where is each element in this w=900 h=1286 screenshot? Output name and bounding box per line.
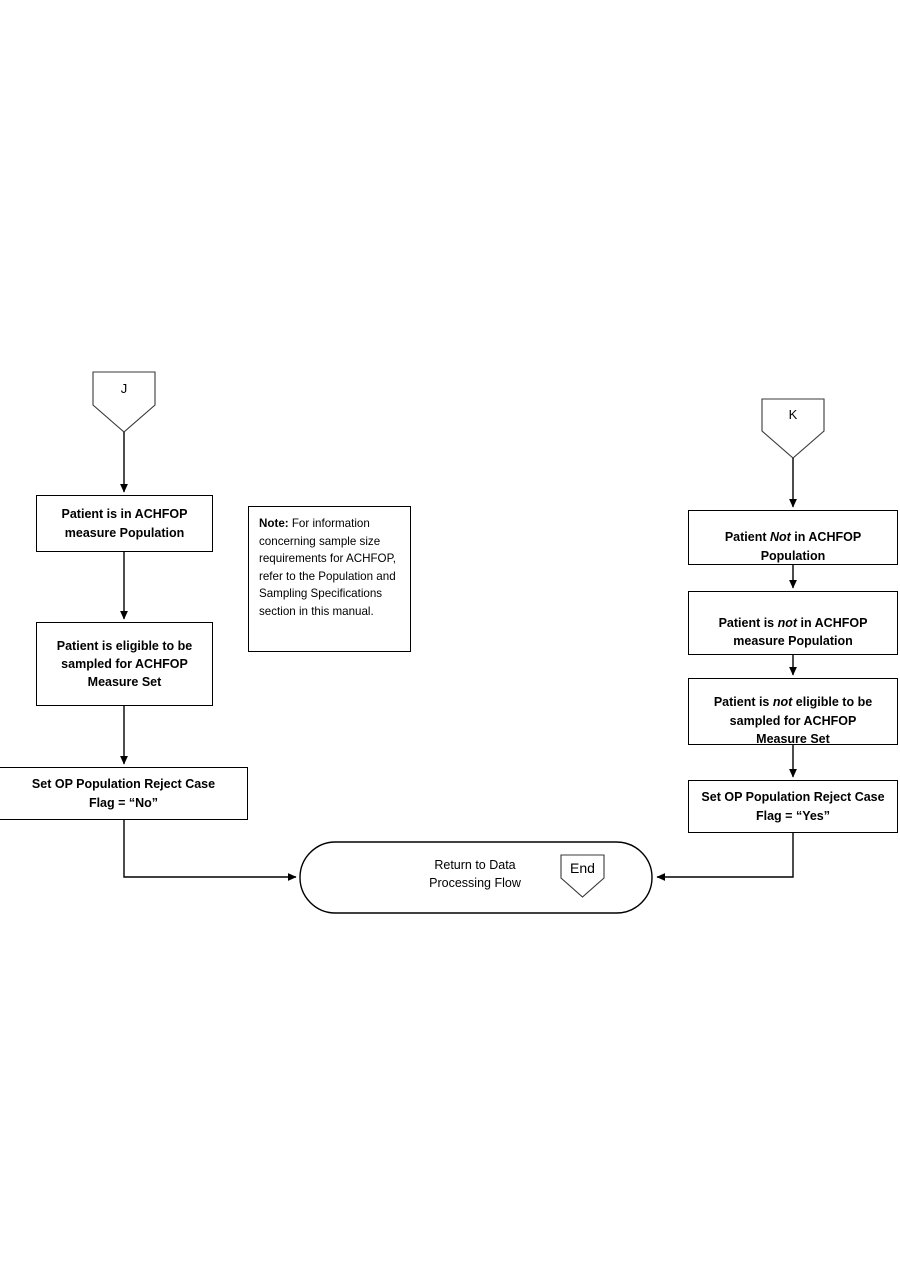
line-right4-to-terminal	[656, 833, 794, 881]
note-body: For information concerning sample size r…	[259, 517, 397, 619]
right-step-1-part-0: Patient	[724, 530, 770, 545]
right-step-3-box[interactable]: Patient is not eligible to be sampled fo…	[688, 675, 898, 748]
connector-end[interactable]: End	[561, 855, 604, 885]
left-step-2-box[interactable]: Patient is eligible to be sampled for AC…	[36, 622, 213, 706]
right-step-1-part-2: in ACHFOP Population	[760, 530, 862, 563]
left-step-3-box[interactable]: Set OP Population Reject Case Flag = “No…	[0, 767, 248, 820]
right-step-3-text: Patient is not eligible to be sampled fo…	[714, 675, 872, 748]
right-step-2-text: Patient is not in ACHFOP measure Populat…	[719, 596, 868, 650]
connector-j[interactable]: J	[93, 372, 155, 412]
right-step-1-text: Patient Not in ACHFOP Population	[725, 510, 861, 564]
terminal-label: Return to Data Processing Flow	[429, 858, 521, 890]
note-label: Note:	[259, 517, 289, 530]
left-step-2-text: Patient is eligible to be sampled for AC…	[56, 638, 193, 690]
right-step-3-part-italic: not	[772, 695, 793, 710]
connector-j-label: J	[120, 381, 128, 396]
left-step-1-box[interactable]: Patient is in ACHFOP measure Population	[36, 495, 213, 552]
right-step-1-part-italic: Not	[769, 530, 791, 545]
right-step-2-part-italic: not	[777, 615, 798, 630]
right-step-4-box[interactable]: Set OP Population Reject Case Flag = “Ye…	[688, 780, 898, 833]
left-step-3-text: Set OP Population Reject Case Flag = “No…	[31, 777, 216, 810]
connector-k-label: K	[788, 407, 798, 422]
note-box: Note: For information concerning sample …	[248, 506, 411, 652]
left-step-1-text: Patient is in ACHFOP measure Population	[61, 507, 188, 540]
right-step-2-part-0: Patient is	[718, 615, 778, 630]
right-step-3-part-0: Patient is	[713, 695, 773, 710]
right-step-1-box[interactable]: Patient Not in ACHFOP Population	[688, 510, 898, 565]
connector-k[interactable]: K	[762, 399, 824, 439]
connector-end-label: End	[570, 860, 595, 876]
right-step-3-part-2: eligible to be sampled for ACHFOP Measur…	[729, 695, 873, 746]
right-step-4-text: Set OP Population Reject Case Flag = “Ye…	[701, 790, 885, 823]
right-step-2-part-2: in ACHFOP measure Population	[733, 615, 868, 649]
right-step-2-box[interactable]: Patient is not in ACHFOP measure Populat…	[688, 591, 898, 655]
line-left3-to-terminal	[123, 820, 297, 881]
